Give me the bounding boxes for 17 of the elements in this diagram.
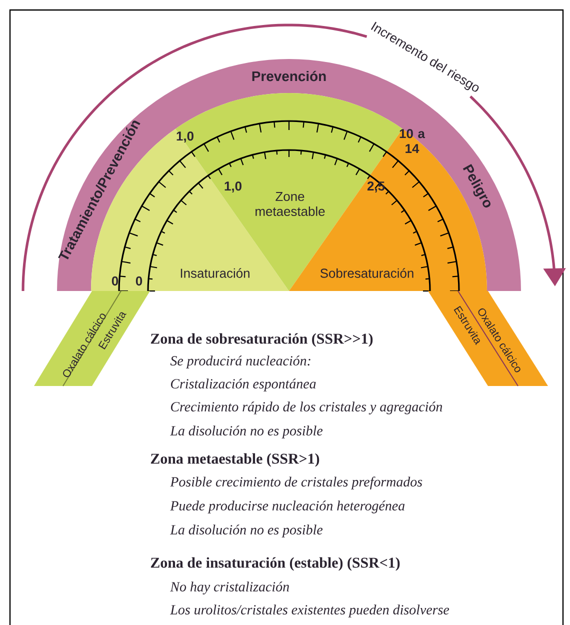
scale-number: 1,0: [224, 181, 242, 193]
scale-number: 0: [136, 276, 142, 286]
zone-note: Cristalización espontánea: [170, 378, 316, 392]
zone-heading: Zona de sobresaturación (SSR>>1): [150, 333, 373, 347]
zone-note: La disolución no es posible: [170, 524, 323, 538]
zone-heading: Zona metaestable (SSR>1): [150, 453, 320, 467]
zone-note: Los urolitos/cristales existentes pueden disolverse: [170, 604, 450, 618]
zone-heading: Zona de insaturación (estable) (SSR<1): [150, 557, 400, 571]
zone-note: La disolución no es posible: [170, 426, 323, 438]
zone-note: Se producirá nucleación:: [170, 356, 310, 368]
zone-note: Crecimiento rápido de los cristales y agregación: [170, 402, 442, 414]
scale-number: 2,5: [367, 181, 385, 193]
zone-note: No hay cristalización: [170, 582, 289, 594]
zone-note: Posible crecimiento de cristales preformados: [170, 476, 422, 490]
scale-number: 0: [112, 276, 118, 286]
scale-number: 1,0: [176, 131, 194, 143]
zone-note: Puede producirse nucleación heterogénea: [170, 500, 405, 514]
